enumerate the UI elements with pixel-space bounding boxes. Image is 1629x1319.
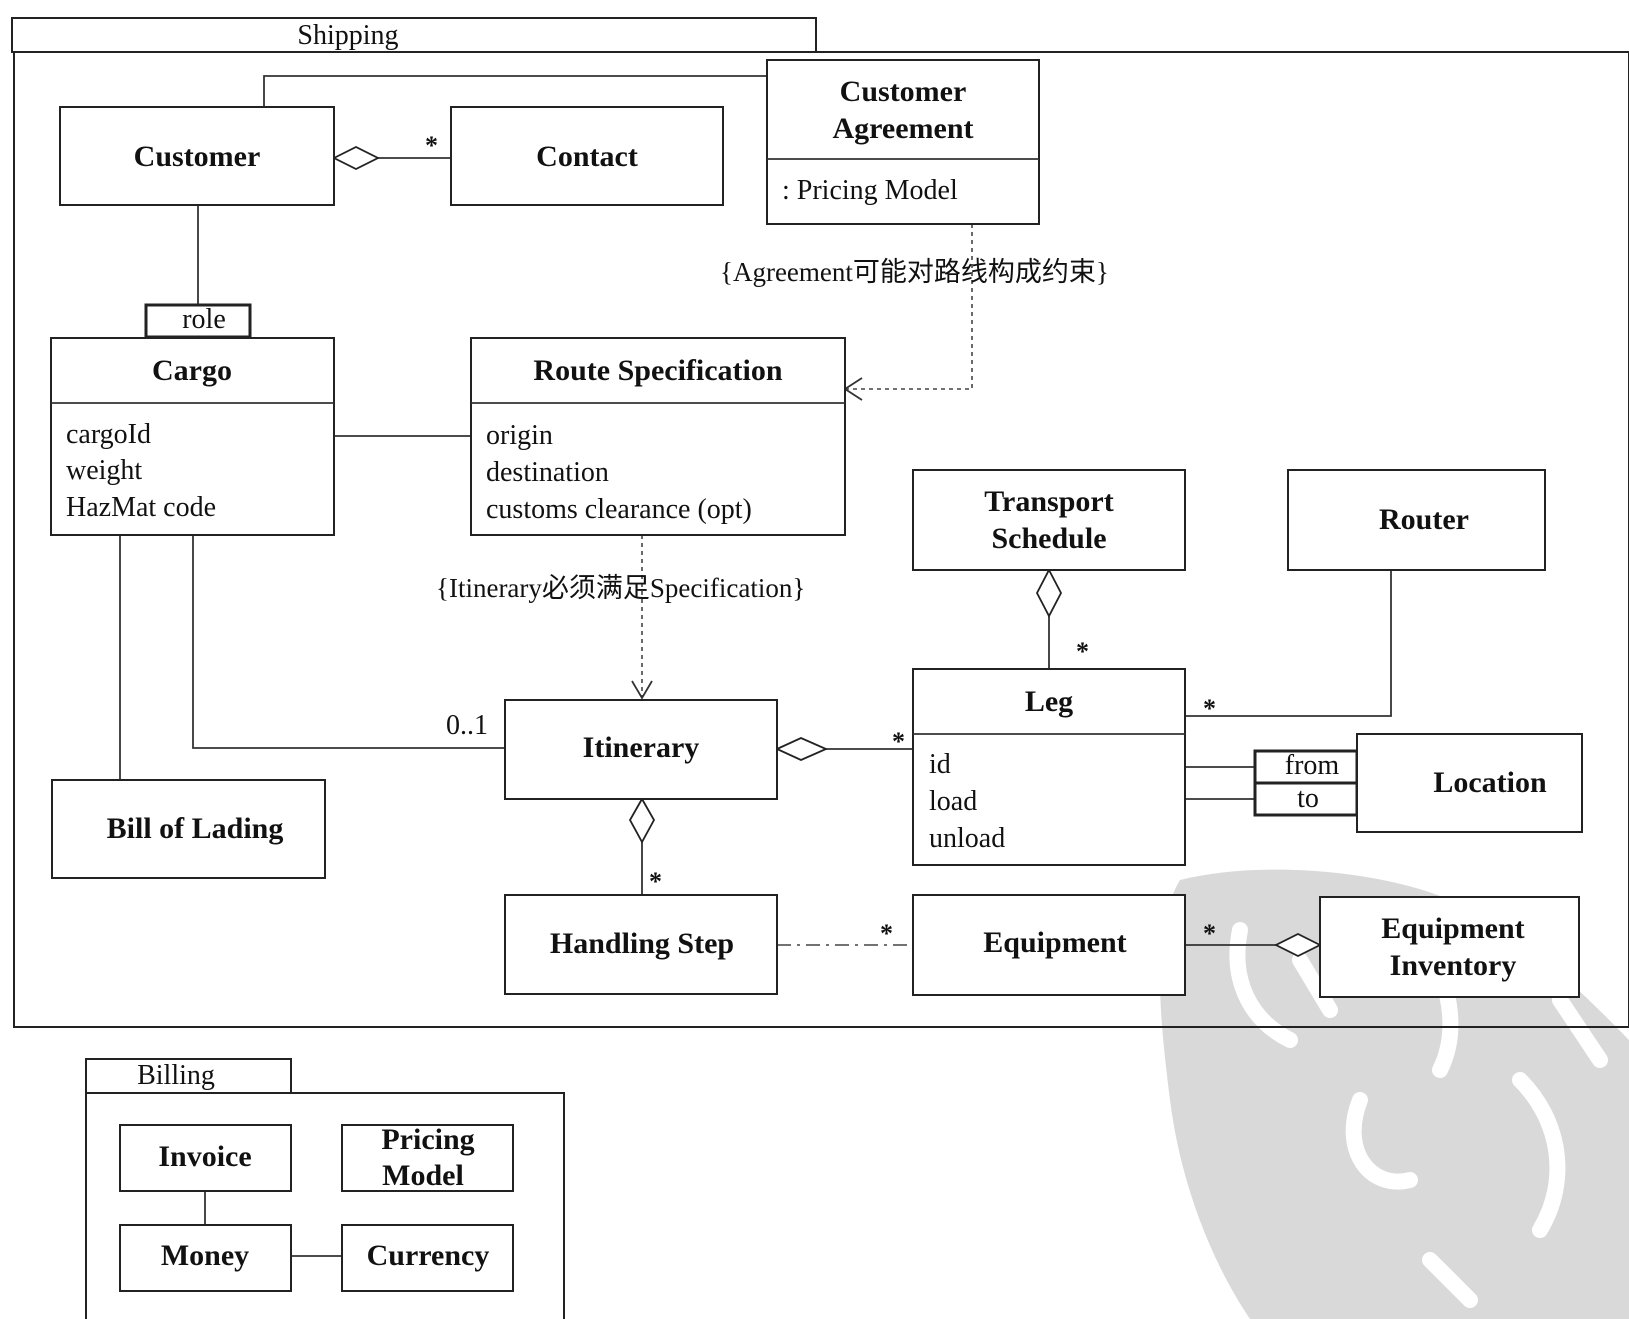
class-leg-attr-2: load [929, 786, 977, 817]
class-transport-schedule-name-2: Schedule [991, 522, 1106, 555]
class-route-specification-attr-2: destination [486, 457, 609, 488]
class-currency-name: Currency [367, 1239, 490, 1272]
class-equipment-inventory-name-2: Inventory [1390, 949, 1517, 982]
package-shipping-tab [11, 17, 817, 53]
multiplicities: * * * * 0..1 * * * [425, 131, 1216, 948]
class-leg-attr-3: unload [929, 823, 1005, 854]
class-invoice-name: Invoice [158, 1140, 251, 1173]
assoc-customer-agreement [263, 75, 767, 107]
class-location-name: Location [1433, 766, 1547, 799]
class-cargo-attr-1: cargoId [66, 419, 151, 450]
dependency-agreement-route [845, 224, 973, 390]
qualifier-from [1253, 749, 1359, 785]
class-route-specification: Route Specification origin destination c… [470, 337, 846, 536]
diamond-customer-contact [331, 145, 381, 171]
aggregation-diamonds [331, 145, 1323, 958]
qualifier-role [144, 303, 252, 339]
qualifier-to [1253, 781, 1359, 817]
package-shipping: Shipping [11, 17, 1629, 1028]
qualifier-from-label: from [1285, 750, 1340, 781]
class-currency: Currency [341, 1224, 514, 1292]
class-equipment-inventory-name-1: Equipment [1381, 912, 1524, 945]
mult-customer-contact: * [425, 131, 438, 160]
class-bill-of-lading: Bill of Lading [51, 779, 326, 879]
mult-schedule-leg: * [1076, 637, 1089, 666]
class-equipment-name: Equipment [983, 926, 1126, 959]
class-leg-attr-1: id [929, 749, 951, 780]
package-shipping-frame [13, 51, 1629, 1028]
mult-equipment-inventory: * [1203, 919, 1216, 948]
class-customer: Customer [59, 106, 335, 206]
class-router-name: Router [1379, 503, 1469, 536]
diamond-itinerary-handling [628, 797, 656, 844]
constraint-agreement-route: {Agreement可能对路线构成约束} [720, 257, 1109, 287]
qualifier-role-label: role [182, 304, 226, 335]
class-equipment-inventory: Equipment Inventory [1319, 896, 1580, 998]
class-itinerary: Itinerary [504, 699, 778, 800]
class-route-specification-name: Route Specification [533, 354, 782, 387]
class-money-name: Money [161, 1239, 249, 1272]
class-customer-agreement: Customer Agreement : Pricing Model [766, 59, 1040, 225]
class-location: from to Location [1253, 733, 1583, 833]
class-handling-step-name: Handling Step [550, 927, 734, 960]
class-cargo: role Cargo cargoId weight HazMat code [50, 303, 335, 536]
class-money: Money [119, 1224, 292, 1292]
class-contact: Contact [450, 106, 724, 206]
class-customer-agreement-attr: : Pricing Model [782, 175, 958, 206]
dependency-arrowhead-itinerary [631, 680, 653, 700]
class-pricing-model: Pricing Model [341, 1123, 514, 1192]
package-billing-label: Billing [137, 1060, 215, 1091]
class-itinerary-name: Itinerary [583, 731, 700, 764]
associations [119, 75, 1392, 946]
class-router: Router [1287, 469, 1546, 571]
class-cargo-attr-2: weight [66, 455, 142, 486]
diamond-schedule-leg [1035, 568, 1063, 618]
class-handling-step: Handling Step [504, 894, 778, 995]
diamond-itinerary-leg [774, 737, 829, 761]
qualifier-to-label: to [1297, 783, 1319, 814]
mult-itinerary-leg: * [892, 727, 905, 756]
class-equipment: Equipment [912, 894, 1186, 996]
mult-cargo-itinerary: 0..1 [446, 710, 488, 741]
class-route-specification-attr-3: customs clearance (opt) [486, 494, 752, 525]
class-transport-schedule: Transport Schedule [912, 469, 1186, 571]
mult-router-leg: * [1203, 694, 1216, 723]
class-transport-schedule-name-1: Transport [984, 485, 1113, 518]
class-customer-agreement-name-2: Agreement [832, 112, 973, 145]
class-customer-agreement-name-1: Customer [840, 75, 967, 108]
mult-itinerary-handling: * [649, 867, 662, 896]
mult-handling-equipment: * [880, 919, 893, 948]
package-billing-frame [85, 1092, 565, 1319]
class-invoice: Invoice [119, 1124, 292, 1192]
class-pricing-model-name-1: Pricing [381, 1123, 474, 1156]
class-pricing-model-name-2: Model [382, 1159, 464, 1192]
package-billing: Billing Invoice Pricing Model Money Curr… [85, 1058, 565, 1319]
package-shipping-label: Shipping [297, 20, 398, 51]
constraint-itinerary-spec: {Itinerary必须满足Specification} [436, 573, 805, 603]
assoc-router-leg [1185, 570, 1392, 717]
class-route-specification-attr-1: origin [486, 420, 553, 451]
class-contact-name: Contact [536, 140, 638, 173]
class-leg: Leg id load unload [912, 668, 1186, 866]
assoc-cargo-itinerary [192, 535, 505, 749]
diamond-inventory-equipment [1273, 932, 1323, 958]
class-leg-name: Leg [1025, 685, 1073, 718]
class-cargo-name: Cargo [152, 354, 232, 387]
class-cargo-attr-3: HazMat code [66, 492, 216, 523]
class-customer-name: Customer [134, 140, 261, 173]
class-bill-of-lading-name: Bill of Lading [107, 812, 284, 845]
